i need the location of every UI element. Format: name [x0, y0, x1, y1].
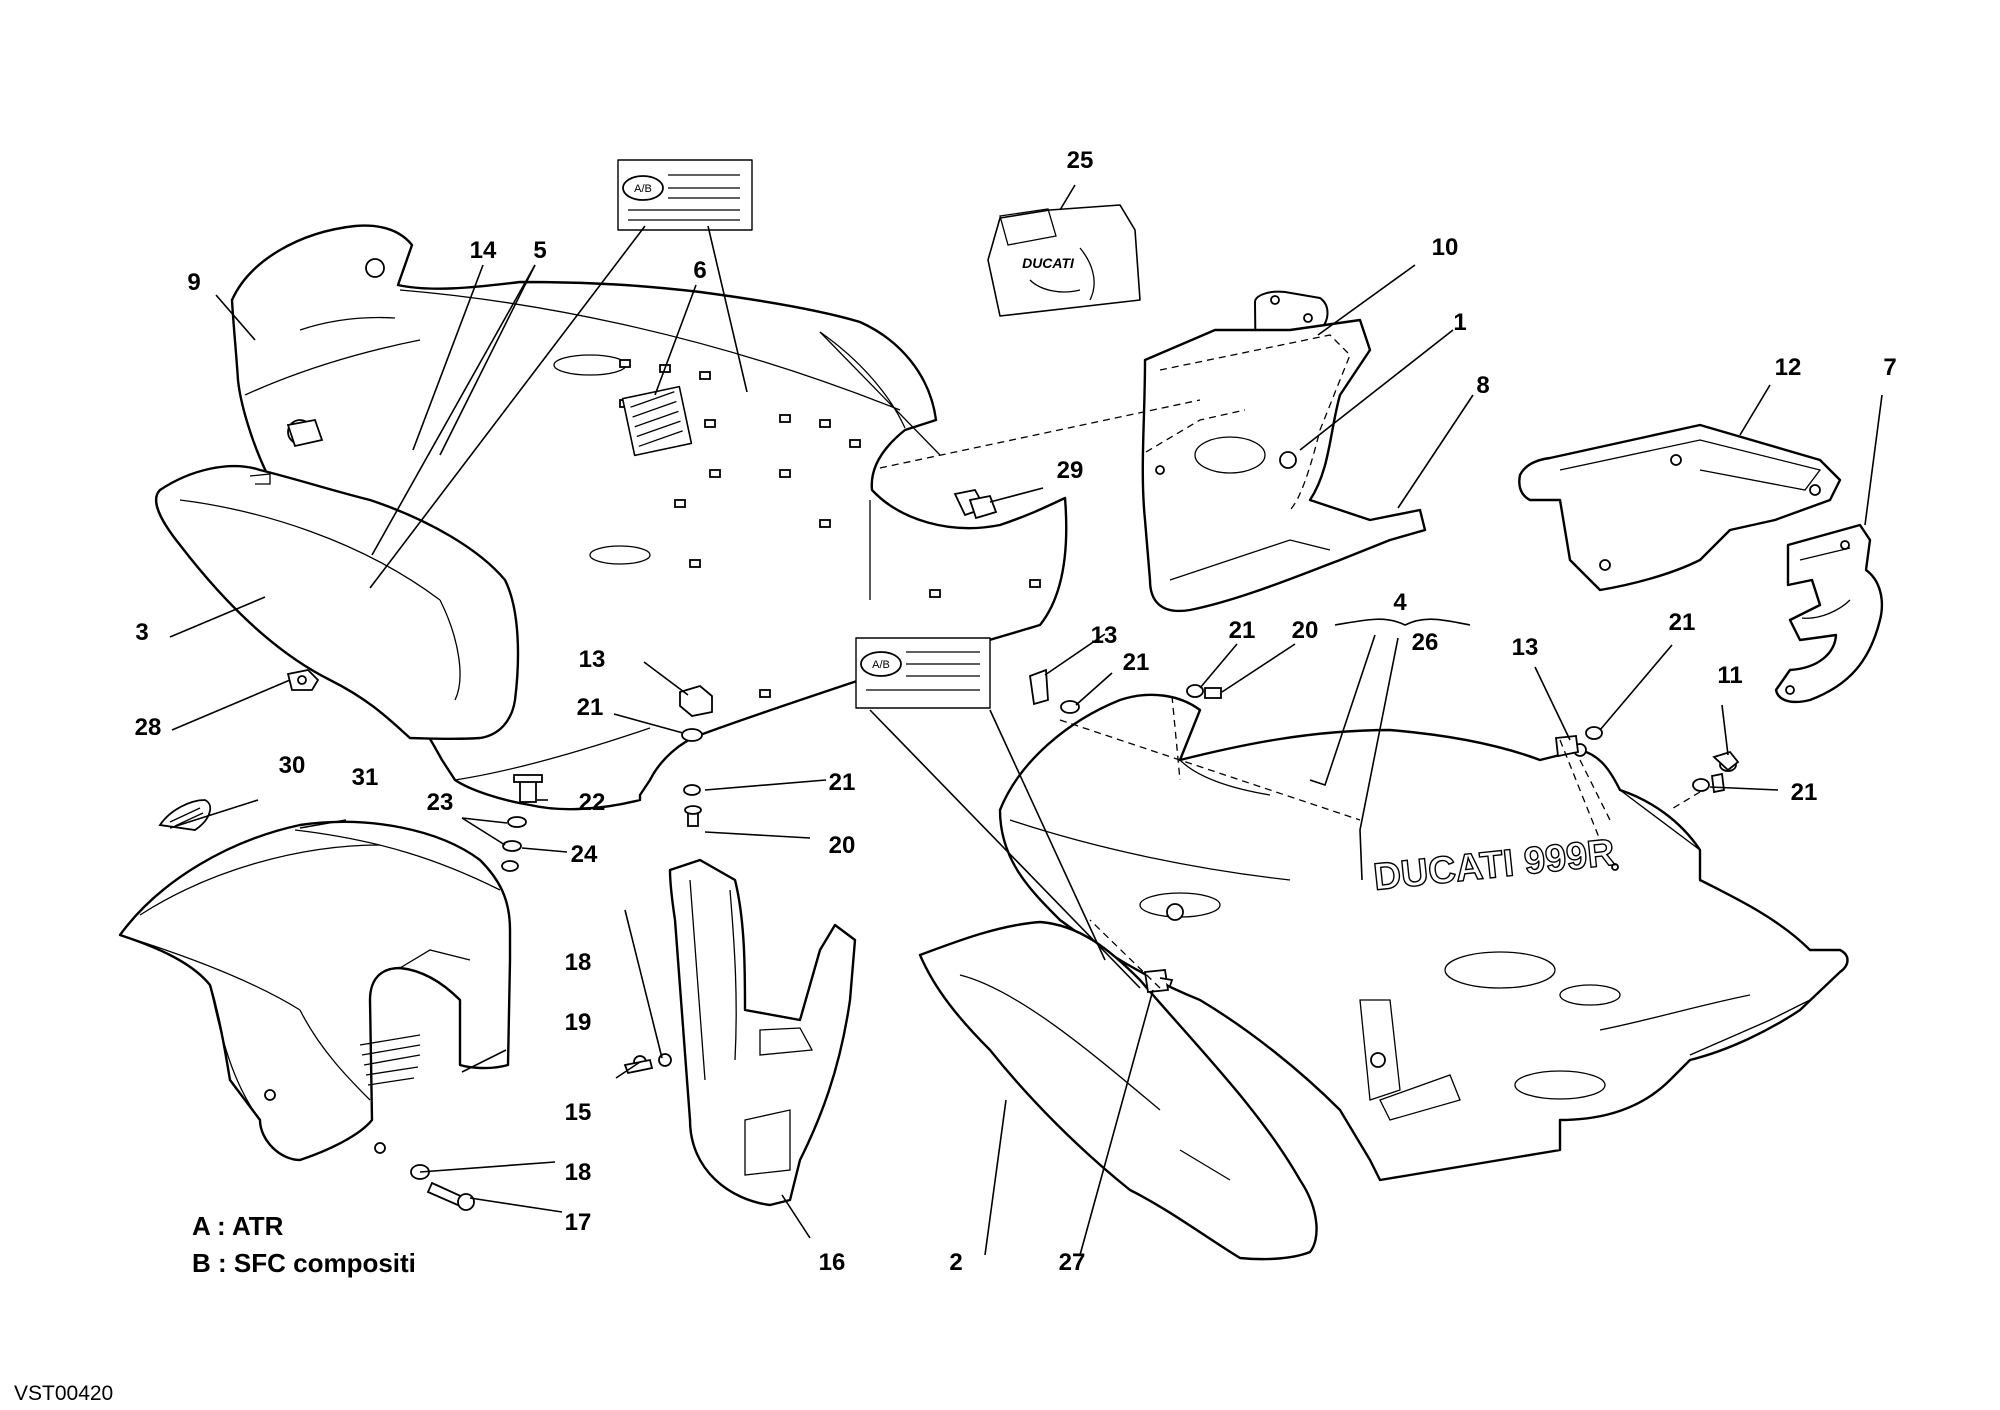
label-part-2: 2 — [949, 1249, 962, 1276]
sticker-ab-top: A/B — [617, 159, 753, 231]
label-part-18-lower: 18 — [565, 1159, 592, 1186]
label-part-13-center: 13 — [579, 646, 606, 673]
label-part-21-right-lower: 21 — [1791, 779, 1818, 806]
legend: A : ATR B : SFC compositi — [192, 1211, 416, 1278]
mudguard-mesh — [359, 1034, 421, 1086]
clip-part-27 — [1143, 969, 1174, 993]
center-fasteners — [679, 684, 713, 827]
legend-line-b: B : SFC compositi — [192, 1248, 416, 1278]
inner-panel-part-8 — [1141, 318, 1427, 613]
label-part-5: 5 — [533, 237, 546, 264]
label-part-17: 17 — [565, 1209, 592, 1236]
label-part-24: 24 — [571, 841, 598, 868]
label-part-27: 27 — [1059, 1249, 1086, 1276]
label-part-3: 3 — [135, 619, 148, 646]
lower-panel-part-2 — [918, 920, 1318, 1261]
label-part-13-mid: 13 — [1091, 622, 1118, 649]
label-part-8: 8 — [1476, 372, 1489, 399]
fastener-stack-22-23-24 — [501, 774, 543, 872]
number-plate-part-25: DUCATI — [987, 204, 1141, 317]
sticker-ab-lower: A/B — [855, 637, 991, 709]
lower-fairing-part-4: DUCATI 999R — [998, 693, 1849, 1182]
side-panel-part-3 — [154, 464, 520, 741]
label-part-28: 28 — [135, 714, 162, 741]
right-fasteners — [1029, 668, 1740, 794]
label-part-7: 7 — [1883, 354, 1896, 381]
leader-lines — [169, 184, 1883, 1256]
label-part-20-center: 20 — [829, 832, 856, 859]
dashed-assembly-lines — [879, 399, 1701, 989]
label-part-21-right-upper: 21 — [1669, 609, 1696, 636]
label-part-29: 29 — [1057, 457, 1084, 484]
label-part-1: 1 — [1453, 309, 1466, 336]
plate-brand-text: DUCATI — [1022, 255, 1075, 271]
label-part-30: 30 — [279, 752, 306, 779]
sticker-ab-lower-text: A/B — [872, 659, 890, 671]
label-part-21-mid-right: 21 — [1229, 617, 1256, 644]
label-part-19: 19 — [565, 1009, 592, 1036]
label-part-10: 10 — [1432, 234, 1459, 261]
label-part-21-center-upper: 21 — [577, 694, 604, 721]
bracket-part-7 — [1774, 523, 1884, 704]
sticker-ab-text: A/B — [634, 183, 652, 195]
label-part-15: 15 — [565, 1099, 592, 1126]
part-number-labels: 1 2 3 4 5 6 7 8 9 10 11 12 13 13 13 14 1… — [135, 147, 1897, 1276]
label-part-9: 9 — [187, 269, 200, 296]
drawing-code: VST00420 — [14, 1382, 113, 1405]
label-part-11: 11 — [1717, 662, 1742, 689]
label-part-4: 4 — [1393, 589, 1407, 616]
label-part-6: 6 — [693, 257, 706, 284]
label-part-21-center-lower: 21 — [829, 769, 856, 796]
legend-line-a: A : ATR — [192, 1211, 284, 1241]
bracket-part-12 — [1518, 423, 1842, 592]
label-part-20-right: 20 — [1292, 617, 1319, 644]
label-part-16: 16 — [819, 1249, 846, 1276]
label-part-23: 23 — [427, 789, 454, 816]
decal-part-30 — [158, 799, 212, 831]
label-part-31: 31 — [352, 764, 379, 791]
label-part-25: 25 — [1067, 147, 1094, 174]
sticker-part-6 — [621, 385, 693, 457]
label-part-26: 26 — [1412, 629, 1439, 656]
label-part-21-mid-left: 21 — [1123, 649, 1150, 676]
label-part-14: 14 — [470, 237, 497, 264]
label-part-18-upper: 18 — [565, 949, 592, 976]
label-part-12: 12 — [1775, 354, 1802, 381]
label-part-13-right: 13 — [1512, 634, 1539, 661]
front-mudguard-part-15 — [118, 820, 512, 1162]
clip-part-28 — [286, 669, 320, 691]
chin-bracket-part-16 — [623, 858, 857, 1207]
grommet-part-29 — [953, 488, 998, 520]
label-part-22: 22 — [579, 789, 606, 816]
